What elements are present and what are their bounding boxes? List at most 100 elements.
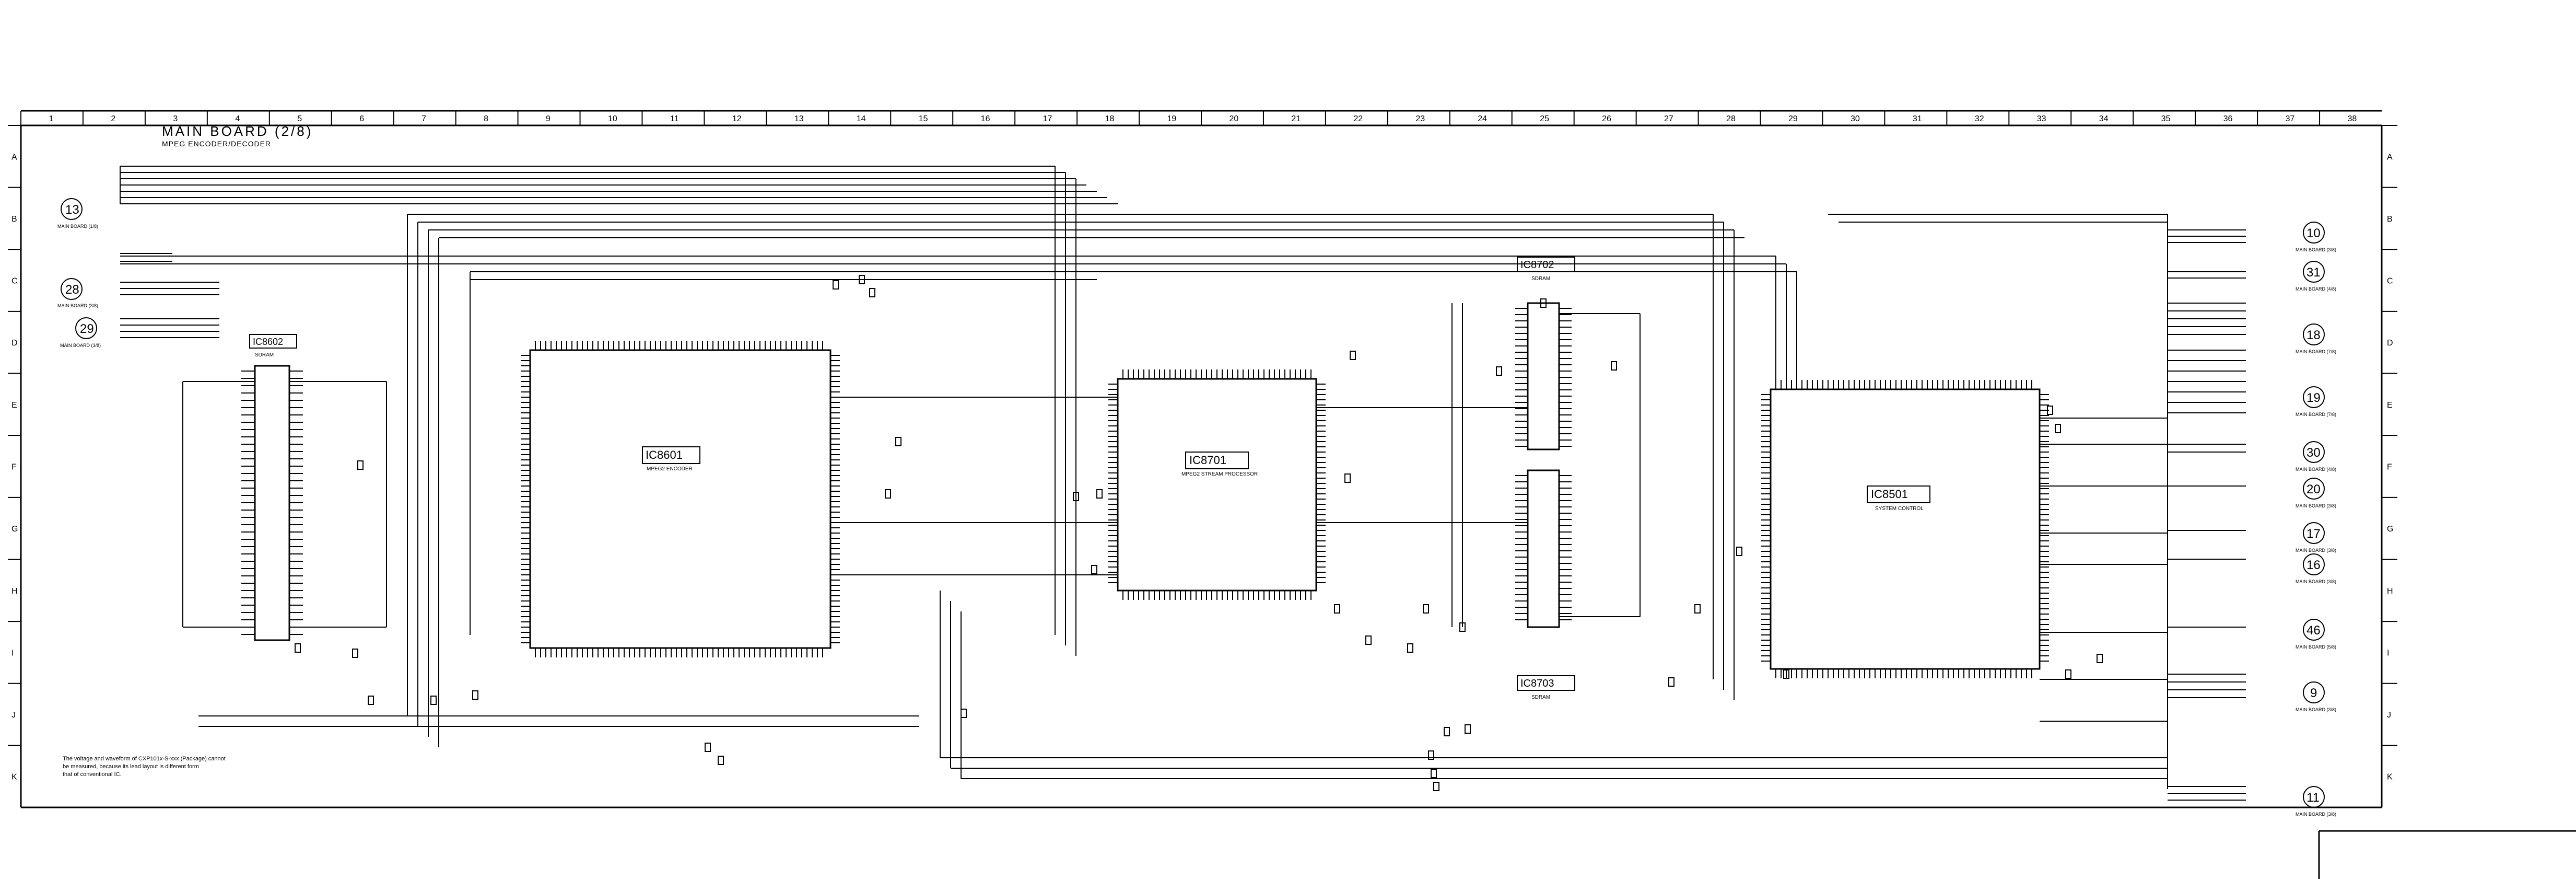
column-label: 16: [981, 114, 990, 123]
column-label: 32: [1975, 114, 1984, 123]
passive-part: [1496, 366, 1502, 376]
passive-part: [705, 743, 711, 752]
connector-label: MAIN BOARD (7/8): [2296, 349, 2336, 354]
ic8501-name: SYSTEM CONTROL: [1875, 506, 1924, 512]
row-label-right: B: [2387, 215, 2393, 224]
passive-part: [2047, 406, 2053, 415]
connector-ref: 30: [2306, 446, 2321, 460]
column-label: 1: [49, 114, 53, 123]
column-label: 15: [919, 114, 928, 123]
passive-part: [2097, 654, 2103, 663]
connector-label: MAIN BOARD (3/8): [2296, 579, 2336, 584]
connector-bubble: [2303, 441, 2325, 463]
passive-part: [869, 288, 875, 297]
passive-part: [1428, 750, 1434, 760]
column-label: 18: [1105, 114, 1115, 123]
ic8702-ref: IC8702: [1520, 259, 1554, 271]
column-label: 3: [173, 114, 178, 123]
connector-ref: 10: [2306, 226, 2321, 240]
column-label: 14: [857, 114, 866, 123]
column-label: 7: [421, 114, 426, 123]
row-label-left: C: [11, 277, 18, 286]
row-label-left: K: [11, 773, 17, 782]
passive-part: [295, 643, 301, 653]
passive-part: [885, 489, 891, 499]
connector-13: 13 MAIN BOARD (1/8): [57, 198, 98, 229]
passive-part: [1433, 782, 1439, 791]
sheet-subtitle: MPEG ENCODER/DECODER: [162, 140, 271, 148]
ic8703-label: IC8703 SDRAM: [1517, 675, 1575, 700]
passive-part: [357, 460, 364, 470]
ic8602-ref: IC8602: [253, 337, 283, 347]
connector-bubble: [2303, 619, 2325, 641]
connector-label: MAIN BOARD (3/8): [2296, 707, 2336, 712]
ic8601-ref: IC8601: [646, 448, 683, 461]
footnote: The voltage and waveform of CXP101x-S-xx…: [63, 756, 226, 778]
passive-part: [1365, 635, 1372, 645]
connector-bubble: [2303, 681, 2325, 703]
right-bundles: [2168, 229, 2246, 801]
passive-part: [1444, 727, 1450, 736]
left-bundles: [120, 166, 219, 338]
row-label-left: F: [11, 463, 17, 472]
ic8703-name: SDRAM: [1531, 695, 1550, 700]
passive-part: [352, 649, 358, 658]
passive-part: [1344, 473, 1351, 483]
column-label: 30: [1851, 114, 1860, 123]
sheet-title: MAIN BOARD (2/8): [162, 123, 313, 139]
connector-label: MAIN BOARD (3/8): [2296, 548, 2336, 553]
passive-part: [2055, 424, 2061, 433]
connector-label: MAIN BOARD (3/8): [2296, 503, 2336, 508]
column-label: 8: [484, 114, 488, 123]
column-label: 37: [2286, 114, 2295, 123]
connector-28: 28 MAIN BOARD (3/8): [57, 278, 98, 308]
column-label: 5: [297, 114, 302, 123]
connector-28-label: MAIN BOARD (3/8): [57, 303, 98, 308]
column-label: 33: [2037, 114, 2046, 123]
passive-part: [1091, 565, 1097, 574]
connector-bubble: [2303, 386, 2325, 408]
ic8501-ref: IC8501: [1871, 488, 1908, 501]
column-label: 24: [1478, 114, 1487, 123]
passive-part: [472, 690, 478, 700]
column-label: 17: [1043, 114, 1052, 123]
connector-bubble: [2303, 261, 2325, 283]
column-label: 35: [2161, 114, 2171, 123]
row-label-right: C: [2387, 277, 2393, 286]
bus-traces: [120, 166, 2168, 789]
passive-part: [368, 696, 374, 705]
column-label: 13: [794, 114, 804, 123]
column-label: 9: [546, 114, 551, 123]
passive-part: [718, 756, 724, 765]
ic8701-label: IC8701 MPEG2 STREAM PROCESSOR: [1181, 452, 1258, 477]
connector-bubble: [2303, 222, 2325, 244]
ic8702-name: SDRAM: [1531, 276, 1550, 282]
column-label: 20: [1229, 114, 1238, 123]
connector-ref: 20: [2306, 482, 2321, 496]
ic8703-ref: IC8703: [1520, 678, 1554, 689]
column-label: 12: [732, 114, 742, 123]
passive-part: [1334, 604, 1340, 614]
passive-part: [430, 696, 437, 705]
connector-29: 29 MAIN BOARD (3/8): [60, 317, 101, 348]
connector-13-ref: 13: [65, 203, 79, 217]
row-label-left: A: [11, 153, 17, 161]
connector-ref: 19: [2306, 391, 2321, 405]
connector-ref: 11: [2306, 791, 2320, 805]
ic-bodies: [254, 302, 2041, 670]
connector-28-ref: 28: [65, 283, 79, 297]
column-label: 34: [2099, 114, 2109, 123]
row-label-right: K: [2387, 773, 2393, 782]
column-label: 19: [1167, 114, 1177, 123]
ic8601-label: IC8601 MPEG2 ENCODER: [642, 446, 700, 472]
